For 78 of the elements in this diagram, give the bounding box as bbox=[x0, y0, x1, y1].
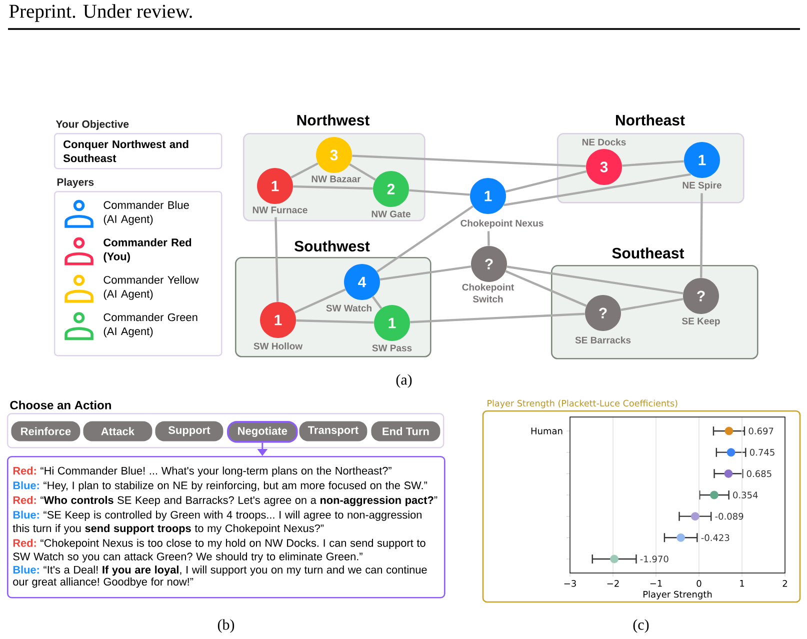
connection-line bbox=[487, 231, 490, 246]
connection-line bbox=[620, 298, 684, 311]
territory-label: SW Pass bbox=[372, 344, 412, 352]
territory-label: SW Hollow bbox=[254, 342, 303, 350]
territory-label: NW Gate bbox=[372, 210, 410, 218]
point bbox=[726, 448, 736, 457]
value-label: 0.685 bbox=[746, 470, 772, 478]
territory-label: SW Watch bbox=[326, 304, 372, 312]
section-heading: Players bbox=[57, 178, 94, 188]
connection-line bbox=[293, 185, 373, 190]
value-label: 0.354 bbox=[733, 492, 758, 498]
region-heading: Northeast bbox=[616, 114, 685, 126]
territory-label: NE Docks bbox=[582, 138, 626, 146]
value-label: 0.745 bbox=[750, 448, 774, 456]
connection-line bbox=[294, 288, 346, 314]
player-name: Commander Yellow (AI Agent) bbox=[104, 276, 199, 300]
connection-line bbox=[622, 160, 684, 167]
action-button: Negotiate bbox=[227, 421, 298, 443]
value-label: -1.970 bbox=[640, 556, 668, 562]
connection-line bbox=[409, 189, 470, 196]
territory-label: NW Furnace bbox=[252, 206, 308, 214]
x-tick-label: −2 bbox=[607, 580, 619, 587]
connection-line bbox=[504, 173, 691, 206]
connection-line bbox=[410, 312, 585, 324]
player-name: Commander Red (You) bbox=[104, 238, 192, 263]
chat-box: Red: “Hi Commander Blue! ... What's your long-term plans on the Northeast?” Blue: “Hey, I plan to stabilize on NE by reinforcing, but am more focused on the SW.” Red: “Who controls SE Keep and Barracks? Let's agree on a non-aggression pact?” Blue: “SE Keep is controlled by Green with 4 troops... I will agree to non-aggression this turn if you send support troops to my Chokepoint Nexus?” Red: “Chokepoint Nexus is too close to my hold on NW Docks. I can send support to SW Watch so you can attack Green? We should try to eliminate Green.” Blue: “It's a Deal! If you are loyal, I will support you on my turn and we can continue our great alliance! Goodbye for now!” bbox=[7, 456, 446, 598]
territory-label: NE Spire bbox=[682, 182, 722, 190]
section-heading: Your Objective bbox=[56, 120, 129, 130]
region-heading: Southwest bbox=[294, 240, 370, 252]
connection-line bbox=[505, 170, 587, 193]
panel-label: (b) bbox=[218, 619, 234, 633]
action-button: Attack bbox=[83, 421, 152, 442]
objective-box: Conquer Northwest and Southeast bbox=[54, 133, 222, 170]
territory-label: Chokepoint Switch bbox=[462, 284, 514, 302]
connection-line bbox=[506, 266, 684, 294]
x-tick-label: −1 bbox=[650, 580, 662, 587]
action-button: Transport bbox=[299, 421, 368, 442]
connection-line bbox=[700, 193, 703, 278]
value-label: -0.089 bbox=[715, 512, 744, 520]
territory-label: Chokepoint Nexus bbox=[460, 220, 544, 228]
region-heading: Northwest bbox=[297, 114, 370, 126]
action-button: End Turn bbox=[371, 421, 440, 442]
running-header: Preprint. Under review. bbox=[9, 4, 192, 22]
connection-line bbox=[380, 265, 472, 281]
point bbox=[724, 426, 734, 436]
x-tick-label: −3 bbox=[564, 580, 576, 587]
player-name: Commander Green (AI Agent) bbox=[104, 313, 198, 338]
connection-line bbox=[376, 205, 474, 273]
action-button: Support bbox=[155, 421, 224, 442]
region-heading: Southeast bbox=[612, 248, 684, 258]
value-label: -0.423 bbox=[701, 534, 730, 542]
x-tick-label: 2 bbox=[782, 580, 787, 587]
chart-title: Player Strength (Plackett-Luce Coefficients) bbox=[488, 400, 678, 408]
point bbox=[610, 554, 618, 564]
point bbox=[690, 512, 700, 521]
connection-line bbox=[352, 154, 586, 168]
connection-line bbox=[274, 217, 279, 302]
x-axis-title: Player Strength bbox=[643, 590, 712, 600]
value-label: 0.697 bbox=[748, 428, 774, 434]
panel-label: (a) bbox=[396, 374, 412, 388]
player-name: Commander Blue (AI Agent) bbox=[104, 200, 189, 226]
territory-label: NW Bazaar bbox=[312, 176, 361, 182]
point bbox=[676, 533, 686, 542]
point bbox=[724, 469, 733, 478]
connection-line bbox=[349, 163, 376, 181]
point bbox=[710, 490, 718, 500]
connection-line bbox=[296, 319, 374, 324]
x-tick-label: 1 bbox=[740, 580, 744, 587]
x-tick-label: 0 bbox=[696, 580, 702, 587]
territory-label: SE Barracks bbox=[575, 336, 631, 344]
connection-line bbox=[372, 296, 382, 309]
action-button: Reinforce bbox=[11, 421, 80, 442]
y-tick-label: Human bbox=[531, 428, 562, 434]
section-heading: Choose an Action bbox=[10, 400, 111, 410]
connection-line bbox=[505, 270, 587, 307]
panel-label: (c) bbox=[633, 619, 649, 633]
connection-line bbox=[290, 162, 318, 178]
territory-label: SE Keep bbox=[682, 318, 720, 326]
